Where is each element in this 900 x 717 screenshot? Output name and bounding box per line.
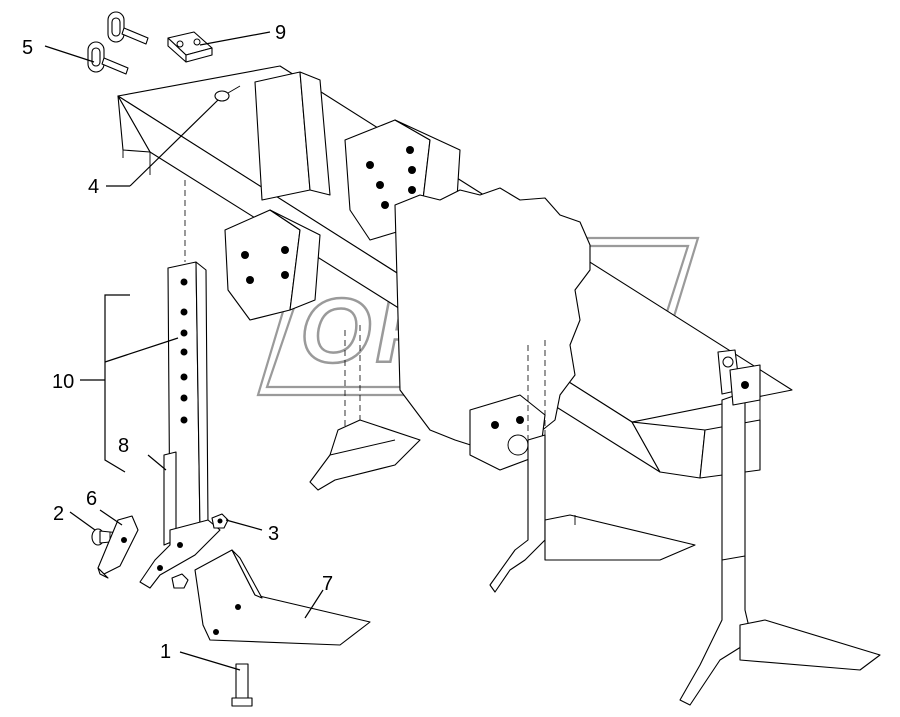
- leader-lines: [44, 31, 324, 671]
- callout-1: 1: [160, 641, 171, 663]
- part-9-clamp-plate: [167, 31, 213, 63]
- frame-shank-middle: [489, 340, 696, 593]
- callout-2: 2: [53, 503, 64, 525]
- callout-10: 10: [52, 371, 74, 393]
- mounting-bracket-lower: [224, 209, 321, 321]
- frame-shank-right: [679, 391, 881, 706]
- part-1-bolt: [231, 663, 253, 707]
- right-pin-assembly: [717, 349, 761, 406]
- callout-4: 4: [88, 176, 99, 198]
- part-3-nut: [211, 513, 229, 529]
- frame-shank-left: [309, 325, 421, 491]
- part-5-pin-lower: [87, 41, 129, 75]
- callout-7: 7: [322, 573, 333, 595]
- part-4-spring-clip: [214, 85, 241, 102]
- callout-5: 5: [22, 37, 33, 59]
- callout-8: 8: [118, 435, 129, 457]
- callout-6: 6: [86, 488, 97, 510]
- callout-9: 9: [275, 22, 286, 44]
- callout-3: 3: [268, 523, 279, 545]
- part-6-point-tip: [97, 515, 139, 579]
- part-3-nut-lower: [171, 573, 189, 589]
- gear-wheel: [394, 187, 591, 471]
- part-5-pin-upper: [107, 11, 149, 45]
- part-7-sweep-wing: [194, 549, 371, 646]
